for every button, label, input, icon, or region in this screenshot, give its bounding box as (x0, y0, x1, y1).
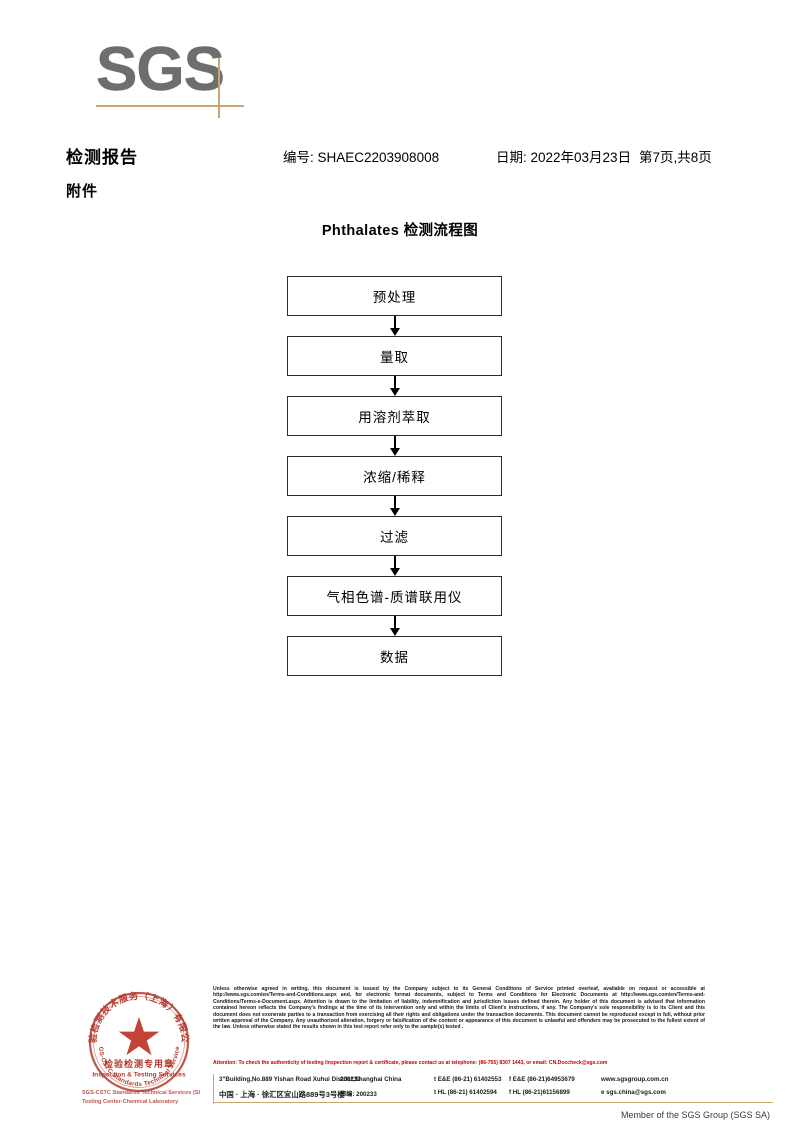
tel-ee: t E&E (86-21) 61402553 (434, 1076, 502, 1083)
attachment-label: 附件 (66, 183, 99, 200)
address-en: 3"Building,No.889 Yishan Road Xuhui Dist… (219, 1076, 402, 1083)
sgs-logo: SGS (96, 35, 296, 118)
flow-step: 预处理 (287, 276, 502, 316)
fax-ee: f E&E (86-21)64953679 (509, 1076, 575, 1083)
address-row-en: 3"Building,No.889 Yishan Road Xuhui Dist… (219, 1076, 779, 1089)
page-title: 检测报告 (66, 148, 138, 167)
sgs-logo-text: SGS (96, 35, 225, 104)
flow-step-label: 预处理 (372, 290, 417, 305)
fax-hl: f HL (86-21)61156899 (509, 1089, 570, 1096)
flow-step-label: 过滤 (380, 530, 409, 545)
tel-hl: t HL (86-21) 61402594 (434, 1089, 497, 1096)
seal-icon: 检验检测技术服务（上海）有限公司 SGS-CSTC Standards Tech… (78, 984, 200, 1105)
seal-center-line1: 检验检测专用章 (104, 1058, 174, 1069)
flow-arrow-down-icon (287, 436, 502, 456)
company-seal-stamp: 检验检测技术服务（上海）有限公司 SGS-CSTC Standards Tech… (78, 984, 200, 1106)
zip-en: 200233 (340, 1076, 361, 1083)
seal-under-line2: Testing Center-Chemical Laboratory (82, 1099, 179, 1105)
flow-arrow-down-icon (287, 556, 502, 576)
flow-step-label: 浓缩/稀释 (363, 470, 426, 485)
page-indicator: 第7页,共8页 (639, 150, 712, 165)
flow-arrow-down-icon (287, 616, 502, 636)
footer-member-text: Member of the SGS Group (SGS SA) (620, 1110, 770, 1120)
seal-center-line2: Inspection & Testing Services (92, 1072, 186, 1079)
address-cn: 中国 · 上海 · 徐汇区宜山路889号3号楼 (219, 1090, 345, 1099)
flow-step: 用溶剂萃取 (287, 396, 502, 436)
footer-divider (213, 1102, 773, 1104)
flow-step-label: 气相色谱-质谱联用仪 (326, 590, 463, 605)
email: e sgs.china@sgs.com (601, 1089, 666, 1096)
footer-address-block: 3"Building,No.889 Yishan Road Xuhui Dist… (213, 1074, 773, 1104)
report-header: 检测报告 编号: SHAEC2203908008 日期: 2022年03月23日… (66, 143, 766, 167)
flow-step: 过滤 (287, 516, 502, 556)
flow-step: 浓缩/稀释 (287, 456, 502, 496)
flow-step-label: 用溶剂萃取 (358, 410, 431, 425)
flow-step-label: 量取 (380, 350, 409, 365)
flowchart-title: Phthalates 检测流程图 (321, 223, 479, 239)
footer-legal-text: Unless otherwise agreed in writing, this… (213, 986, 705, 1031)
report-number: 编号: SHAEC2203908008 (283, 150, 440, 165)
report-date: 日期: 2022年03月23日 (496, 150, 632, 165)
zip-cn: 邮编: 200233 (340, 1091, 377, 1098)
footer-attention-text: Attention: To check the authenticity of … (213, 1060, 608, 1066)
flow-step: 气相色谱-质谱联用仪 (287, 576, 502, 616)
website: www.sgsgroup.com.cn (601, 1076, 669, 1083)
address-row-cn: 中国 · 上海 · 徐汇区宜山路889号3号楼 邮编: 200233 t HL … (219, 1089, 779, 1102)
address-divider (213, 1074, 215, 1104)
flow-step: 数据 (287, 636, 502, 676)
flow-arrow-down-icon (287, 316, 502, 336)
flowchart: 预处理 量取 用溶剂萃取 浓缩/稀释 过滤 气相色谱-质谱联用仪 数据 (287, 276, 504, 676)
logo-vertical-rule (218, 58, 220, 118)
flow-step-label: 数据 (380, 650, 409, 665)
flow-arrow-down-icon (287, 376, 502, 396)
flow-arrow-down-icon (287, 496, 502, 516)
seal-under-line1: SGS-CSTC Standards Technical Services (S… (82, 1090, 200, 1096)
logo-horizontal-rule (96, 105, 244, 107)
flow-step: 量取 (287, 336, 502, 376)
seal-star-icon (118, 1017, 160, 1056)
